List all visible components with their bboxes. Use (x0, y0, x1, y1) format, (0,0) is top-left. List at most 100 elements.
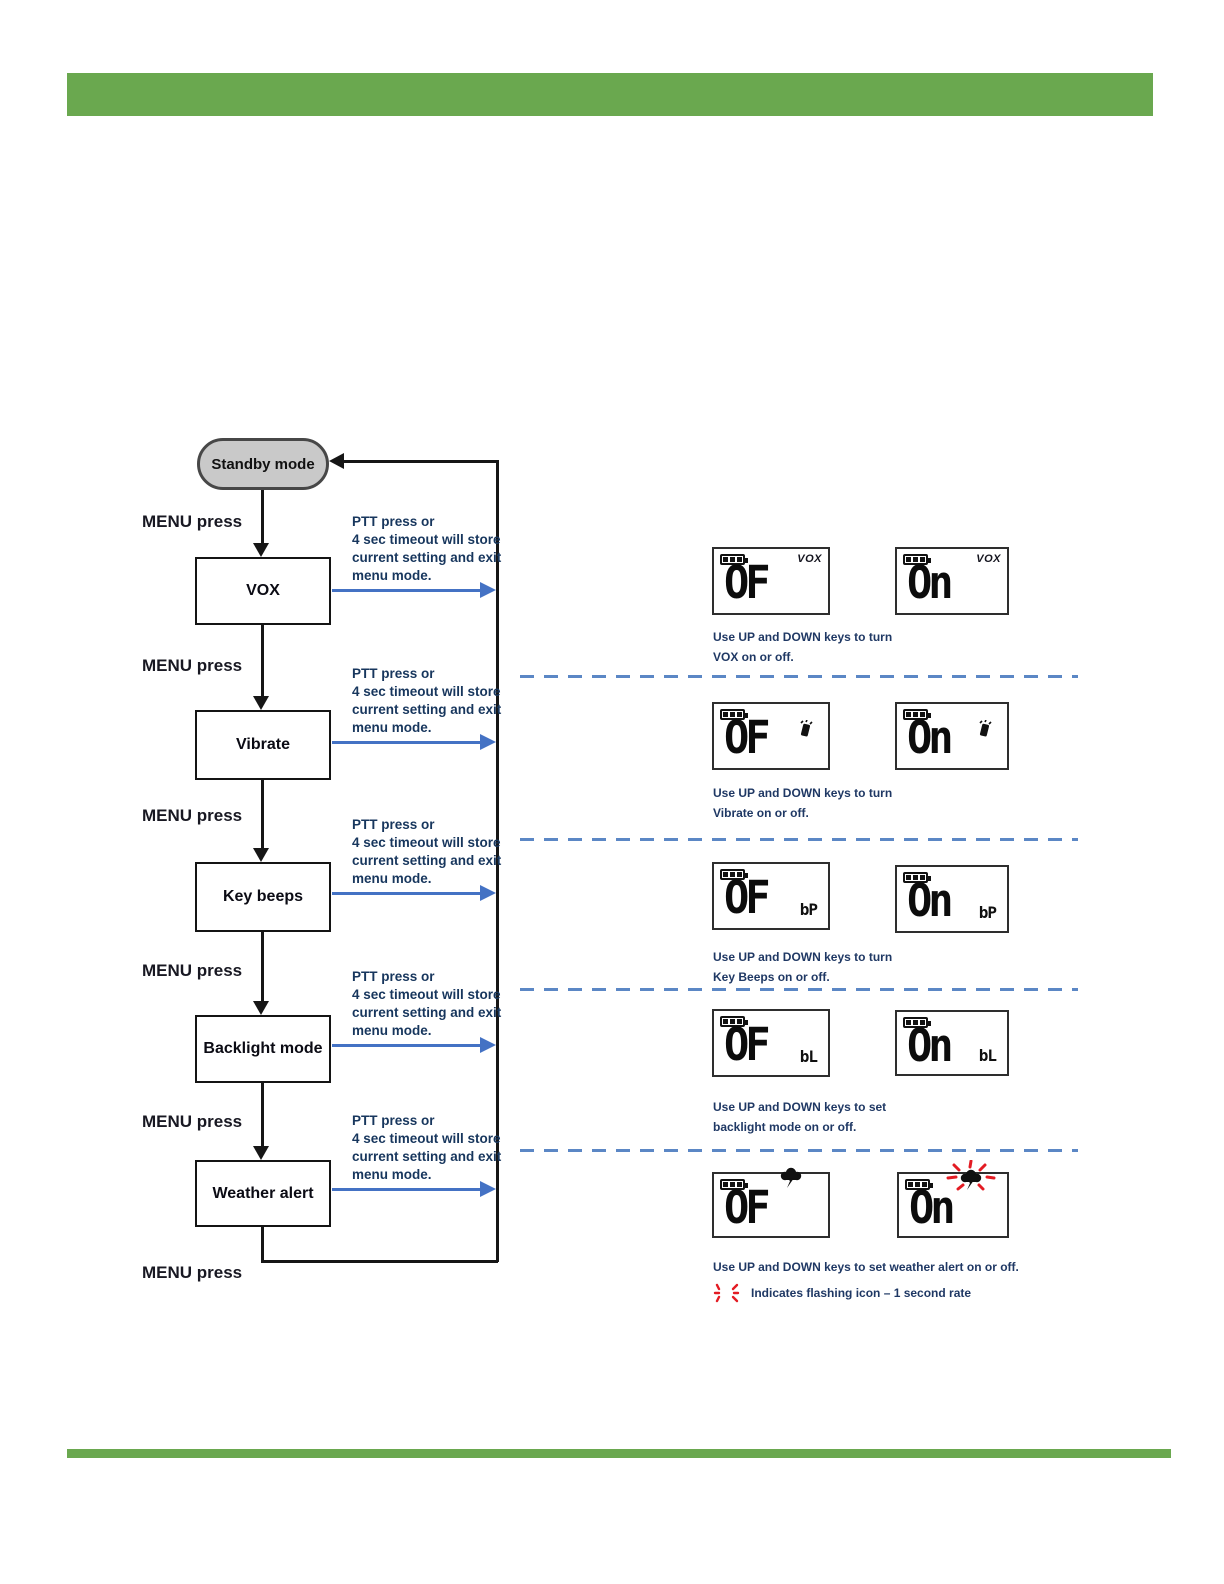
lcd-value: OF (724, 870, 771, 924)
connector-bottom-return (261, 1260, 498, 1263)
standby-mode-node: Standby mode (197, 438, 329, 490)
header-bar (67, 73, 1153, 116)
backlight-indicator-label: bL (799, 1047, 818, 1066)
exit-arrow (332, 589, 480, 592)
section-separator (520, 1149, 1078, 1152)
arrow-down-icon (253, 1001, 269, 1015)
connector-standby-to-vox (261, 490, 264, 543)
ptt-note: PTT press or 4 sec timeout will store cu… (352, 969, 502, 1039)
battery-icon (720, 869, 748, 880)
battery-icon (903, 1017, 931, 1028)
exit-arrowhead-icon (480, 1181, 496, 1197)
lcd-value: OF (724, 1017, 771, 1071)
lcd-value: On (907, 873, 954, 927)
menu-press-label: MENU press (142, 961, 243, 980)
lcd-backlight-off: OF bL (712, 1009, 830, 1077)
arrow-left-icon (329, 453, 344, 469)
ptt-note: PTT press or 4 sec timeout will store cu… (352, 1113, 502, 1183)
exit-arrowhead-icon (480, 582, 496, 598)
lcd-value: On (907, 555, 954, 609)
connector-vibrate-to-keybeeps (261, 780, 264, 848)
lcd-keybeeps-on: On bP (895, 865, 1009, 933)
lcd-value: On (907, 1018, 954, 1072)
connector-vox-to-vibrate (261, 625, 264, 696)
node-backlight-mode-label: Backlight mode (203, 1040, 323, 1057)
node-key-beeps: Key beeps (195, 862, 331, 932)
arrow-down-icon (253, 848, 269, 862)
footer-bar (67, 1449, 1171, 1458)
vox-indicator-label: VOX (976, 553, 1001, 565)
keybeeps-indicator-label: bP (978, 903, 997, 922)
lcd-keybeeps-off: OF bP (712, 862, 830, 930)
connector-return-vertical (496, 460, 499, 1262)
lcd-value: OF (724, 1180, 771, 1234)
ptt-note: PTT press or 4 sec timeout will store cu… (352, 666, 502, 736)
vox-indicator-label: VOX (797, 553, 822, 565)
lcd-value: On (909, 1180, 956, 1234)
section-separator (520, 675, 1078, 678)
flash-note-text: Indicates flashing icon – 1 second rate (751, 1286, 972, 1300)
battery-icon (720, 1179, 748, 1190)
menu-press-label: MENU press (142, 1112, 243, 1131)
lcd-vibrate-on: On (895, 702, 1009, 770)
connector-weather-down (261, 1227, 264, 1262)
connector-backlight-to-weather (261, 1083, 264, 1146)
lcd-vox-on: On VOX (895, 547, 1009, 615)
node-key-beeps-label: Key beeps (222, 888, 304, 905)
flash-note: Indicates flashing icon – 1 second rate (713, 1283, 971, 1303)
exit-arrowhead-icon (480, 734, 496, 750)
node-vibrate-label: Vibrate (236, 736, 290, 753)
lcd-value: OF (724, 710, 771, 764)
exit-arrowhead-icon (480, 885, 496, 901)
node-vibrate: Vibrate (195, 710, 331, 780)
lcd-vox-off: OF VOX (712, 547, 830, 615)
backlight-indicator-label: bL (978, 1046, 997, 1065)
lcd-vibrate-off: OF (712, 702, 830, 770)
exit-arrow (332, 892, 480, 895)
battery-icon (720, 709, 748, 720)
lcd-weather-off: OF (712, 1167, 830, 1238)
node-weather-alert-label: Weather alert (212, 1184, 314, 1202)
lcd-caption-vibrate: Use UP and DOWN keys to turn Vibrate on … (713, 786, 893, 820)
exit-arrow (332, 741, 480, 744)
keybeeps-indicator-label: bP (799, 900, 818, 919)
lcd-backlight-on: On bL (895, 1010, 1009, 1076)
lcd-weather-on: On (897, 1159, 1009, 1238)
connector-keybeeps-to-backlight (261, 932, 264, 1001)
ptt-note: PTT press or 4 sec timeout will store cu… (352, 817, 502, 887)
battery-icon (903, 709, 931, 720)
menu-press-label: MENU press (142, 806, 243, 825)
battery-icon (905, 1179, 933, 1190)
standby-mode-label: Standby mode (211, 455, 315, 473)
node-vox-label: VOX (246, 582, 280, 599)
weather-alert-flashing-icon (946, 1159, 996, 1191)
ptt-note: PTT press or 4 sec timeout will store cu… (352, 514, 502, 584)
node-backlight-mode: Backlight mode (195, 1015, 331, 1083)
battery-icon (720, 554, 748, 565)
node-weather-alert: Weather alert (195, 1160, 331, 1227)
connector-return-top (344, 460, 498, 463)
lcd-caption-backlight: Use UP and DOWN keys to set backlight mo… (713, 1100, 887, 1134)
exit-arrow (332, 1044, 480, 1047)
menu-press-label: MENU press (142, 512, 243, 531)
vibrate-icon (979, 720, 992, 737)
flashing-indicator-icon (713, 1283, 740, 1303)
exit-arrowhead-icon (480, 1037, 496, 1053)
menu-press-label: MENU press (142, 656, 243, 675)
lcd-caption-vox: Use UP and DOWN keys to turn VOX on or o… (713, 630, 893, 664)
node-vox: VOX (195, 557, 331, 625)
battery-icon (903, 872, 931, 883)
menu-press-label: MENU press (142, 1263, 243, 1282)
lcd-caption-weather: Use UP and DOWN keys to set weather aler… (713, 1260, 1019, 1274)
vibrate-icon (800, 720, 813, 737)
arrow-down-icon (253, 696, 269, 710)
battery-icon (903, 554, 931, 565)
weather-alert-icon (780, 1167, 802, 1188)
section-separator (520, 838, 1078, 841)
battery-icon (720, 1016, 748, 1027)
arrow-down-icon (253, 543, 269, 557)
lcd-value: On (907, 710, 954, 764)
lcd-caption-keybeeps: Use UP and DOWN keys to turn Key Beeps o… (713, 950, 893, 984)
section-separator (520, 988, 1078, 991)
